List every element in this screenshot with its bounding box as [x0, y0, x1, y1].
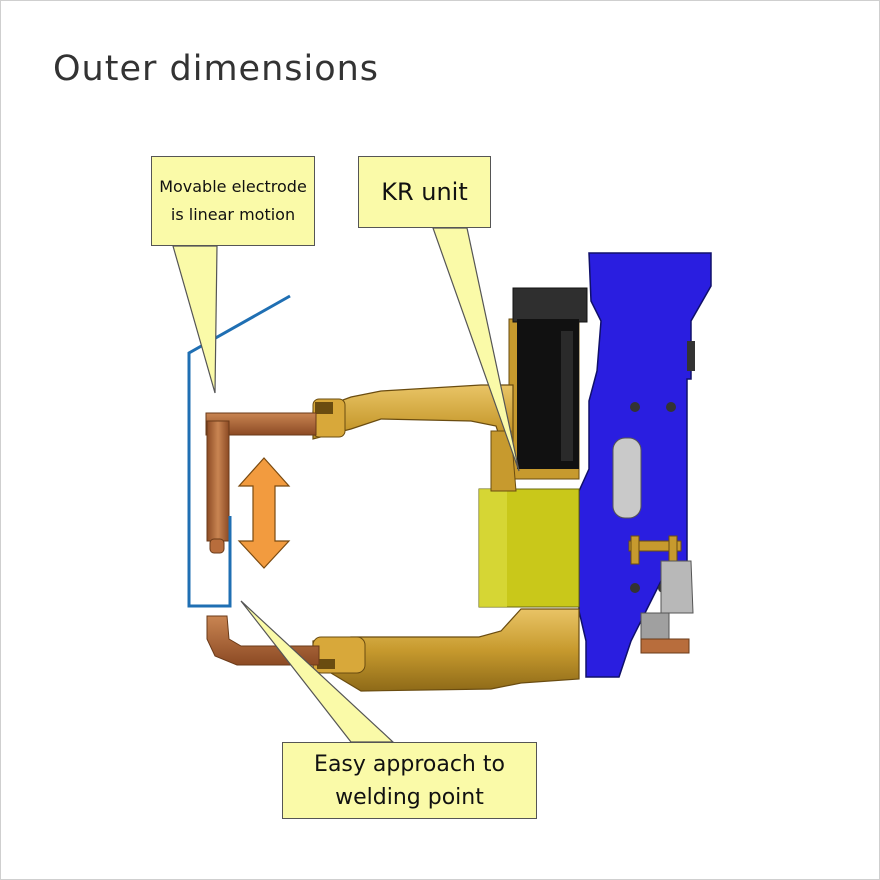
- movable-electrode-line-2: is linear motion: [170, 205, 296, 224]
- easy-approach-callout: Easy approach to welding point: [282, 742, 537, 819]
- electrode-callout-pointer: [172, 245, 218, 394]
- easy-approach-line-1: Easy approach to: [314, 751, 505, 777]
- movable-electrode-line-1: Movable electrode: [159, 177, 307, 196]
- kr-unit: [478, 287, 588, 608]
- upper-arm: [312, 384, 517, 492]
- kr-unit-callout: KR unit: [358, 156, 491, 228]
- movable-electrode-callout: Movable electrode is linear motion: [151, 156, 315, 246]
- clearance-outline: [187, 294, 291, 608]
- gun-body: [578, 252, 712, 678]
- page-title: Outer dimensions: [53, 49, 380, 89]
- easy-approach-line-2: welding point: [335, 784, 484, 810]
- kr-callout-pointer: [432, 227, 520, 472]
- movable-electrode: [205, 412, 317, 554]
- linear-motion-arrow: [237, 457, 291, 569]
- kr-unit-label: KR unit: [381, 178, 468, 206]
- lower-arm: [312, 608, 580, 692]
